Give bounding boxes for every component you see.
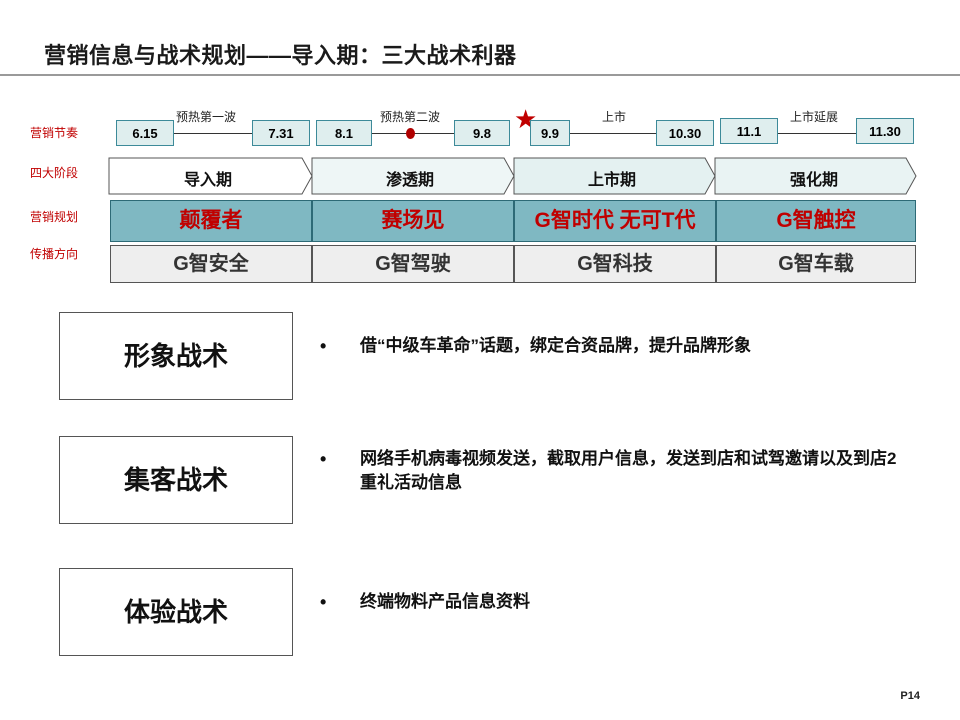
row-label-direction: 传播方向 bbox=[30, 247, 79, 261]
date-box-end: 11.30 bbox=[856, 118, 914, 144]
date-box-end: 7.31 bbox=[252, 120, 310, 146]
wave-label: 上市 bbox=[601, 110, 626, 124]
phase-chevron-shape bbox=[311, 157, 515, 195]
phase-label: 上市期 bbox=[587, 172, 636, 189]
phase-label: 导入期 bbox=[183, 172, 232, 189]
bullet-dot: • bbox=[320, 592, 327, 612]
phase-chevron-shape bbox=[108, 157, 313, 195]
tactic-bullet-text: 网络手机病毒视频发送，截取用户信息，发送到店和试驾邀请以及到店2重礼活动信息 bbox=[360, 449, 897, 492]
direction-cell: G智车载 bbox=[716, 245, 916, 283]
date-box-start: 9.9 bbox=[530, 120, 570, 146]
tactic-bullet-text: 借“中级车革命”话题，绑定合资品牌，提升品牌形象 bbox=[360, 336, 751, 355]
phase-label: 强化期 bbox=[789, 172, 838, 189]
plan-cell: 赛场见 bbox=[312, 200, 514, 242]
date-box-start: 8.1 bbox=[316, 120, 372, 146]
milestone-dot-icon bbox=[406, 128, 415, 139]
bullet-dot: • bbox=[320, 449, 327, 469]
tactic-box-image: 形象战术 bbox=[59, 312, 293, 400]
wave-label: 预热第二波 bbox=[379, 110, 440, 124]
phase-arrows bbox=[108, 157, 917, 195]
direction-cell: G智驾驶 bbox=[312, 245, 514, 283]
row-label-plan: 营销规划 bbox=[30, 210, 79, 224]
plan-cell: G智触控 bbox=[716, 200, 916, 242]
timeline-line bbox=[174, 133, 252, 134]
date-box-end: 9.8 bbox=[454, 120, 510, 146]
date-box-end: 10.30 bbox=[656, 120, 714, 146]
plan-cell: 颠覆者 bbox=[110, 200, 312, 242]
timeline-line bbox=[778, 133, 856, 134]
tactic-bullet-text: 终端物料产品信息资料 bbox=[360, 592, 530, 611]
row-label-rhythm: 营销节奏 bbox=[30, 126, 79, 140]
date-box-start: 11.1 bbox=[720, 118, 778, 144]
bullet-dot: • bbox=[320, 336, 327, 356]
timeline-line bbox=[570, 133, 656, 134]
phase-label: 渗透期 bbox=[385, 172, 434, 189]
wave-label: 上市延展 bbox=[789, 110, 838, 124]
tactic-box-experience: 体验战术 bbox=[59, 568, 293, 656]
phase-chevron-shape bbox=[513, 157, 716, 195]
direction-cell: G智科技 bbox=[514, 245, 716, 283]
plan-cell: G智时代 无可T代 bbox=[514, 200, 716, 242]
direction-cell: G智安全 bbox=[110, 245, 312, 283]
date-box-start: 6.15 bbox=[116, 120, 174, 146]
tactic-box-acquisition: 集客战术 bbox=[59, 436, 293, 524]
row-label-stages: 四大阶段 bbox=[30, 166, 79, 180]
phase-chevron-shape bbox=[714, 157, 917, 195]
wave-label: 预热第一波 bbox=[175, 110, 236, 124]
page-number: P14 bbox=[900, 690, 920, 702]
page-title: 营销信息与战术规划——导入期：三大战术利器 bbox=[44, 43, 517, 68]
title-divider bbox=[0, 74, 960, 76]
